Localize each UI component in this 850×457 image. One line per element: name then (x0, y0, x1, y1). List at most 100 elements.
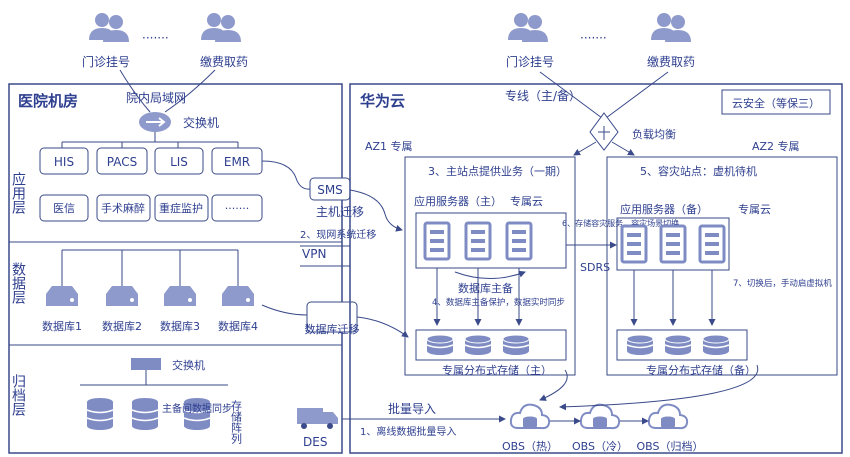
app-label: PACS (107, 155, 137, 169)
db-primary-backup-label: 数据库主备 (458, 281, 513, 295)
storage-backup-box (616, 329, 748, 361)
disk-icon (502, 334, 530, 356)
disk-icon (464, 334, 492, 356)
step3-label: 3、主站点提供业务（一期） (428, 164, 567, 178)
app-box-more (211, 194, 263, 222)
step6-label: 6、存储容灾服务，容灾场景切换 (562, 218, 679, 228)
ellipsis-label: ······· (142, 31, 169, 45)
switch-label: 交换机 (183, 115, 219, 130)
app-label: 重症监护 (159, 201, 203, 215)
dedicated-cloud-label: 专属云 (510, 194, 543, 208)
sdrs-label: SDRS (580, 261, 610, 274)
hospital-room-frame (8, 83, 343, 454)
vpn-label: VPN (302, 247, 326, 261)
hospital-title: 医院机房 (18, 92, 78, 110)
app-box-lis (154, 147, 204, 175)
connection-line (261, 304, 308, 316)
dedicated-cloud-label: 专属云 (738, 202, 771, 216)
server-icon (464, 221, 492, 261)
lb-arrow (611, 141, 635, 156)
app-box-pacs (96, 147, 148, 175)
app-label: LIS (170, 155, 188, 169)
az1-frame (404, 156, 576, 376)
database-label: 数据库4 (218, 319, 258, 333)
storage-obs-arrow (559, 364, 759, 411)
app-box-yixin (39, 194, 89, 222)
app-label: HIS (54, 155, 74, 169)
connection-line (164, 69, 216, 113)
users-icon (508, 13, 548, 42)
migration-arrow (356, 316, 409, 338)
server-icon (659, 224, 687, 264)
load-balance-label: 负载均衡 (632, 127, 676, 141)
connection-line (119, 69, 151, 113)
obs-label: OBS（冷） (572, 440, 628, 453)
server-icon (505, 221, 533, 261)
connection-line (261, 160, 311, 190)
storage-main-label: 专属分布式存储（主） (442, 363, 552, 377)
user-label: 门诊挂号 (82, 54, 130, 69)
des-label: DES (303, 435, 327, 449)
database-icon (46, 286, 78, 306)
db-sync-arrow (454, 270, 526, 279)
app-box-his (39, 147, 89, 175)
storage-array-label: 存储阵列 (230, 399, 243, 445)
az2-label: AZ2 专属 (752, 139, 800, 153)
app-grid: HIS PACS LIS EMR 医信 手术麻醉 重症监护 ······· (39, 147, 263, 222)
app-box-icu (154, 194, 209, 222)
app-server-backup-label: 应用服务器（备） (620, 202, 708, 216)
des-truck-icon (297, 408, 338, 429)
migration-arrow (349, 189, 403, 232)
user-label: 缴费取药 (647, 54, 695, 69)
users-icon (201, 13, 241, 42)
disk-icon (702, 334, 730, 356)
storage-array-icon (86, 397, 114, 431)
database-label: 数据库2 (102, 319, 142, 333)
database-icon (222, 286, 254, 306)
connection-line (539, 71, 603, 119)
connection-line (605, 71, 669, 119)
database-icon (106, 286, 138, 306)
server-icon (423, 221, 451, 261)
storage-backup-label: 专属分布式存储（备） (646, 363, 756, 377)
obs-label: OBS（归档） (637, 439, 704, 453)
bulk-import-label: 批量导入 (388, 401, 436, 416)
layer-label: 数据层 (10, 262, 26, 304)
app-server-main-box (415, 212, 567, 269)
database-label: 数据库3 (160, 319, 200, 333)
disk-icon (626, 334, 654, 356)
security-label: 云安全（等保三） (732, 96, 820, 110)
step1-label: 1、离线数据批量导入 (360, 425, 456, 438)
security-box (721, 89, 831, 115)
step5-label: 5、容灾站点：虚机待机 (640, 164, 757, 178)
storage-array-icon (131, 397, 159, 431)
lan-label: 院内局域网 (126, 91, 186, 105)
step7-label: 7、切换后，手动启虚拟机 (733, 278, 832, 289)
db-migration-label: 数据库迁移 (305, 322, 360, 336)
obs-icon (579, 403, 621, 430)
layer-label: 归档层 (10, 373, 26, 416)
database-label: 数据库1 (42, 319, 82, 333)
server-icon (698, 224, 726, 264)
app-label: EMR (224, 155, 250, 169)
step2-label: 2、现网系统迁移 (300, 228, 376, 241)
host-migration-label: 主机迁移 (316, 205, 364, 219)
users-icon (651, 13, 691, 42)
lb-arrow (573, 141, 597, 156)
dedicated-line-label: 专线（主/备） (505, 88, 581, 103)
user-label: 缴费取药 (200, 54, 248, 69)
sms-label: SMS (317, 183, 343, 197)
user-label: 门诊挂号 (506, 54, 554, 69)
ellipsis-label: ······· (580, 31, 607, 45)
app-server-main-label: 应用服务器（主） (414, 194, 502, 208)
storage-obs-arrow (539, 369, 568, 401)
obs-label: OBS（热） (502, 440, 558, 453)
archive-switch-label: 交换机 (172, 358, 205, 372)
az1-label: AZ1 专属 (365, 139, 413, 153)
database-icon (164, 286, 196, 306)
app-box-anesthesia (96, 194, 151, 222)
load-balancer-cross (598, 126, 610, 140)
app-label: 医信 (53, 202, 75, 215)
cloud-title: 华为云 (360, 92, 405, 110)
